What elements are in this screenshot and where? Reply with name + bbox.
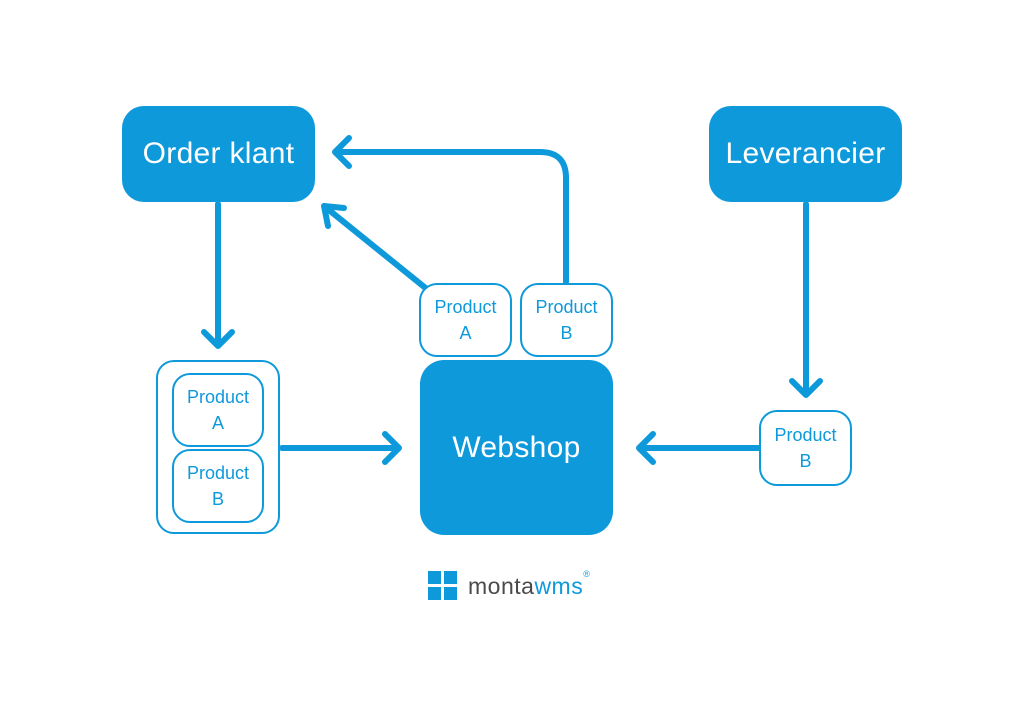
product-a-left-line2: A <box>211 413 224 433</box>
arrow-supplier-to-product <box>789 201 823 398</box>
product-b-top: Product B <box>520 283 613 357</box>
product-b-left-line2: B <box>211 489 224 509</box>
product-a-left: Product A <box>172 373 264 447</box>
leverancier-label: Leverancier <box>725 137 886 170</box>
arrow-group-to-webshop <box>279 431 402 465</box>
product-a-left-line1: Product <box>186 387 250 407</box>
order-klant-label: Order klant <box>142 137 295 170</box>
product-b-top-line2: B <box>560 323 573 343</box>
product-b-right-line2: B <box>799 451 812 471</box>
arrow-order-to-group <box>201 201 235 349</box>
product-a-top-line2: A <box>459 323 472 343</box>
product-b-left-line1: Product <box>186 463 250 483</box>
registered-mark: ® <box>583 568 591 579</box>
arrow-product-to-webshop <box>636 431 763 465</box>
product-b-right-line1: Product <box>774 425 837 445</box>
four-squares-grid-icon <box>428 571 458 601</box>
webshop-label: Webshop <box>452 430 581 464</box>
webshop-node: Webshop <box>420 360 613 535</box>
product-b-top-line1: Product <box>535 297 598 317</box>
logo-text-accent: wms <box>534 572 584 599</box>
logo-wordmark: montawms® <box>468 569 590 600</box>
logo-text-main: monta <box>468 572 535 599</box>
leverancier-node: Leverancier <box>709 106 902 202</box>
arrow-producta-to-order <box>321 203 431 293</box>
product-a-top-line1: Product <box>434 297 497 317</box>
montawms-logo: montawms® <box>428 569 590 601</box>
product-b-left: Product B <box>172 449 264 523</box>
product-b-right: Product B <box>759 410 852 486</box>
order-klant-node: Order klant <box>122 106 315 202</box>
product-a-top: Product A <box>419 283 512 357</box>
arrow-productb-to-order <box>332 135 569 285</box>
